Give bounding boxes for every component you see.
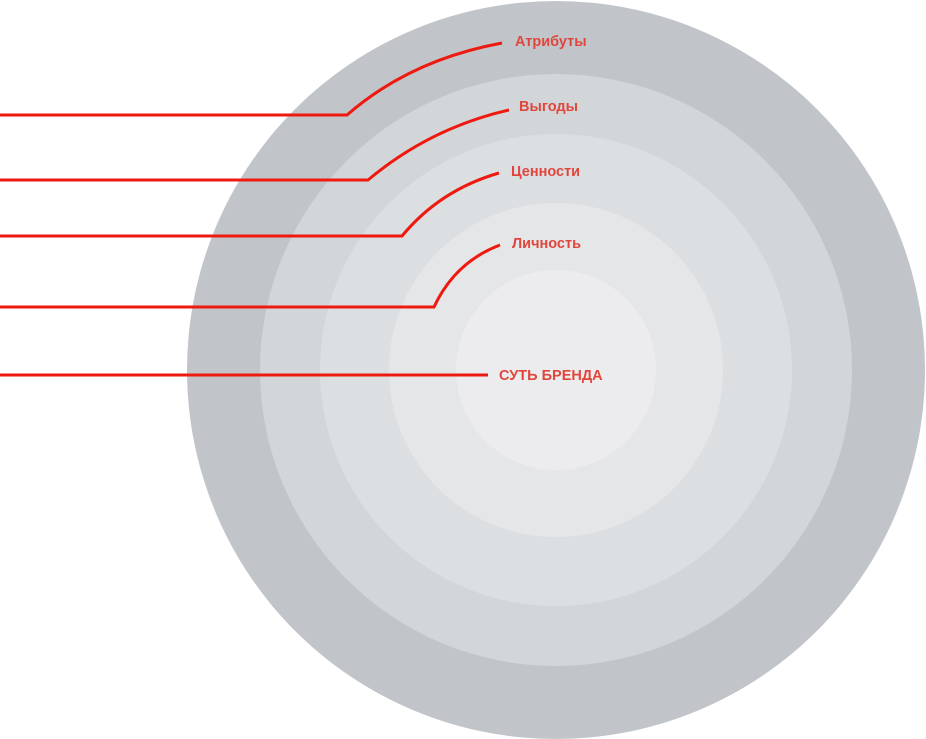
label-personality: Личность	[512, 236, 581, 252]
leader-line-personality	[0, 243, 501, 309]
label-values: Ценности	[511, 164, 580, 180]
layer-brand-essence-core	[456, 270, 656, 470]
label-benefits: Выгоды	[519, 99, 578, 115]
label-attributes: Атрибуты	[515, 34, 587, 50]
leader-line-values	[0, 171, 500, 238]
label-brand-essence: СУТЬ БРЕНДА	[499, 368, 603, 384]
leader-line-attributes	[0, 41, 503, 117]
leader-line-benefits	[0, 108, 510, 182]
